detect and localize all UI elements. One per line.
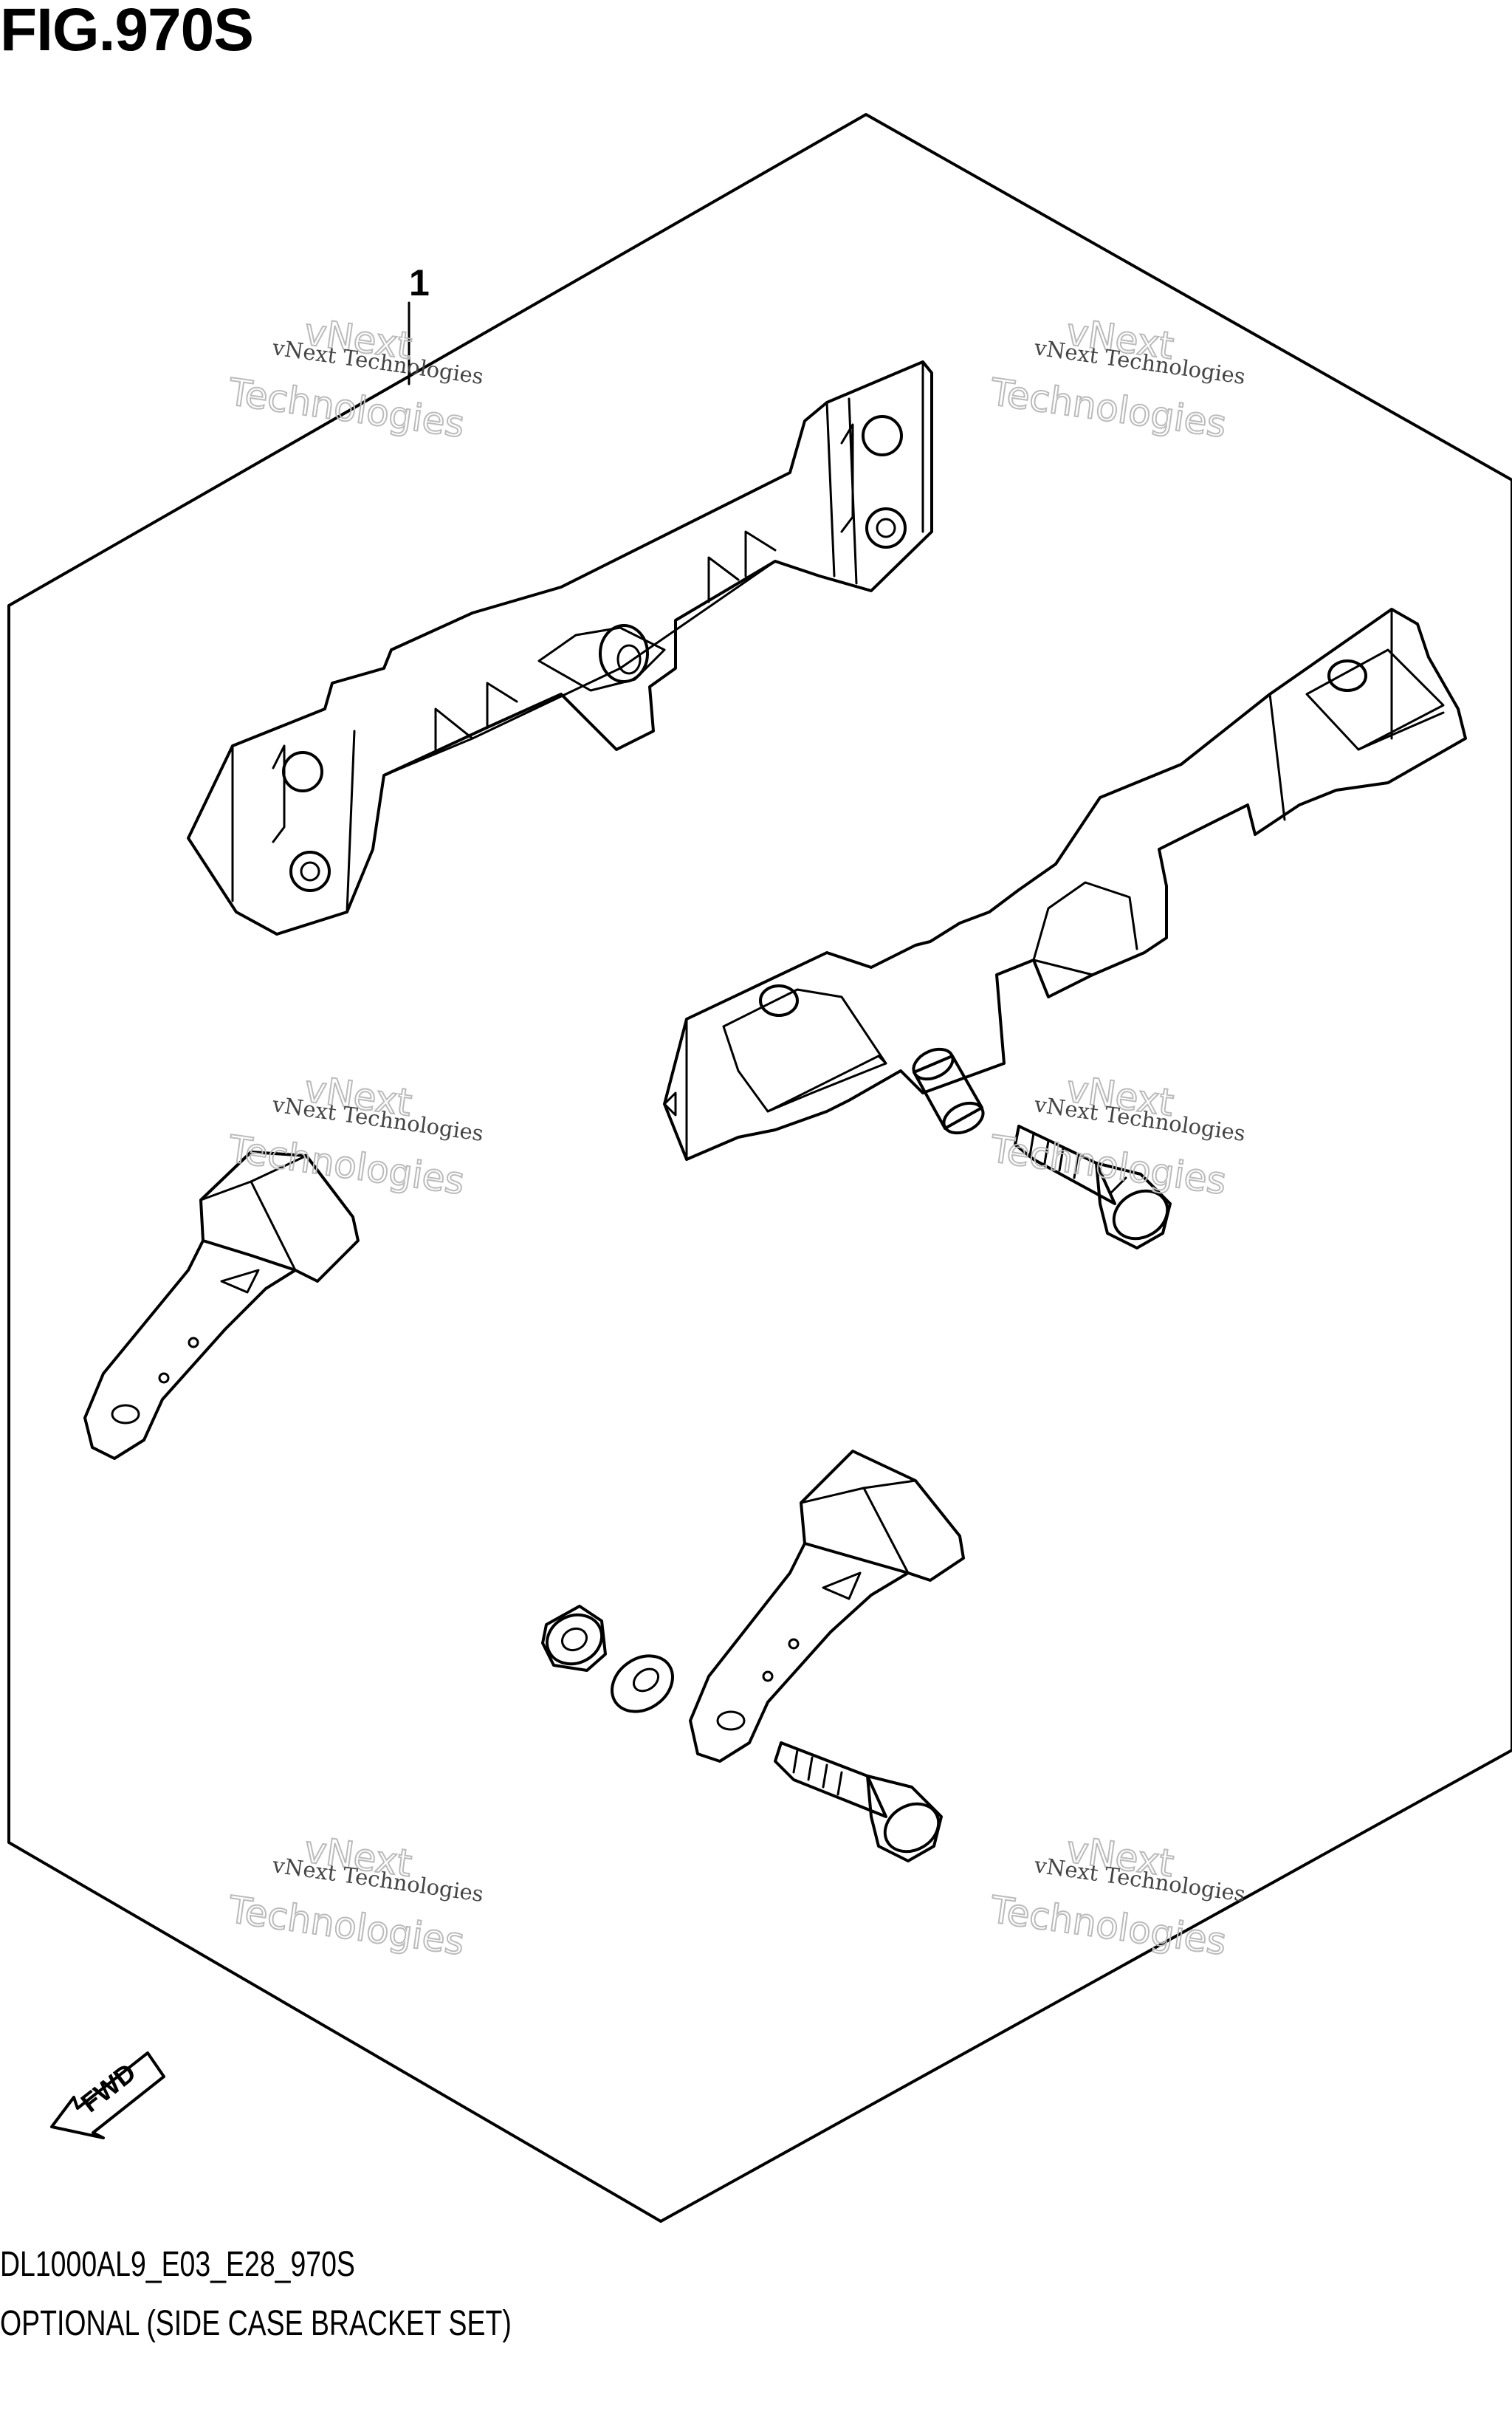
flange-bolt-lower[interactable] <box>774 1741 947 1862</box>
collar[interactable] <box>909 1043 988 1139</box>
watermark-bottom-left: vNext Technologies vNext Technologies <box>224 1827 485 1964</box>
watermark-bottom-right: vNext Technologies vNext Technologies <box>986 1827 1247 1964</box>
washer[interactable] <box>601 1645 683 1723</box>
watermark-mid-left: vNext Technologies vNext Technologies <box>224 1066 485 1204</box>
flange-nut[interactable] <box>539 1605 610 1673</box>
figure-title: FIG.970S <box>0 0 254 64</box>
watermark-top-left: vNext Technologies vNext Technologies <box>224 309 485 447</box>
watermark-top-right: vNext Technologies vNext Technologies <box>986 309 1247 447</box>
side-case-bracket-upper[interactable] <box>187 360 933 936</box>
side-case-bracket-lower[interactable] <box>663 608 1467 1161</box>
callout-number: 1 <box>409 262 430 304</box>
flange-bolt-upper[interactable] <box>1014 1125 1176 1249</box>
fwd-arrow: FWD <box>50 2051 165 2139</box>
case-stay-right[interactable] <box>689 1450 965 1763</box>
figure-code: DL1000AL9_E03_E28_970S <box>0 2245 355 2284</box>
kit-outline <box>7 113 1512 2223</box>
figure-description: OPTIONAL (SIDE CASE BRACKET SET) <box>0 2304 512 2343</box>
case-stay-left[interactable] <box>83 1151 360 1460</box>
